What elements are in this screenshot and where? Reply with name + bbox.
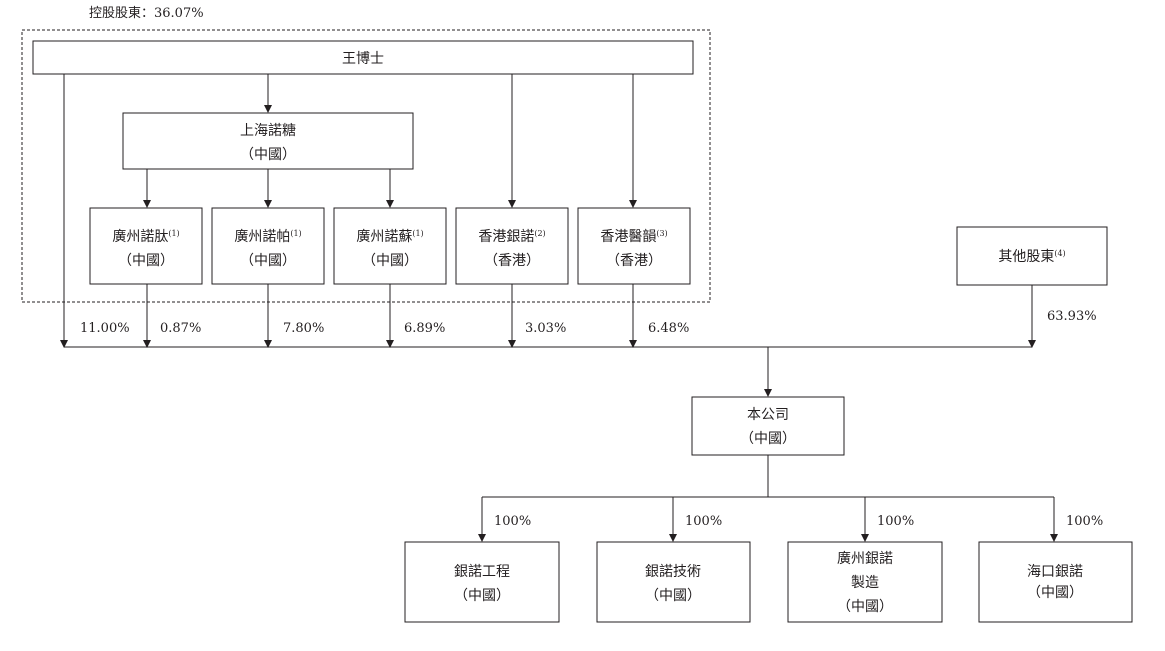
gz-yinnuo-mfg-name-2: 製造: [851, 575, 879, 591]
node-gz-nuosu: 廣州諾蘇(1) （中國）: [333, 207, 447, 285]
shanghai-nuotang-name: 上海諾糖: [240, 123, 296, 139]
company-name: 本公司: [747, 407, 789, 423]
controlling-shareholder-label: 控股股東：36.07%: [89, 5, 204, 21]
node-hk-yiyun: 香港醫韻(3) （香港）: [577, 207, 691, 285]
yinnuo-tech-name: 銀諾技術: [645, 564, 701, 580]
company-region: （中國）: [740, 431, 796, 447]
node-gz-yinnuo-mfg: 廣州銀諾 製造 （中國）: [787, 541, 943, 623]
svg-text:廣州諾肽(1): 廣州諾肽(1): [112, 228, 179, 245]
other-shareholders-note: (4): [1054, 249, 1065, 258]
node-yinnuo-eng: 銀諾工程 （中國）: [404, 541, 560, 623]
svg-text:其他股東(4): 其他股東(4): [998, 249, 1065, 265]
node-other-shareholders: 其他股東(4): [956, 226, 1108, 286]
node-hk-yinnuo: 香港銀諾(2) （香港）: [455, 207, 569, 285]
gz-nuosu-name: 廣州諾蘇: [356, 228, 412, 245]
node-dr-wang: 王博士: [32, 40, 694, 75]
pct-yinnuo-eng: 100%: [494, 514, 531, 529]
pct-gz-yinnuo-mfg: 100%: [877, 514, 914, 529]
gz-nuosu-note: (1): [412, 229, 423, 238]
other-shareholders-name: 其他股東: [998, 249, 1054, 265]
node-company: 本公司 （中國）: [691, 396, 845, 456]
hk-yinnuo-region: （香港）: [484, 253, 540, 269]
gz-nuotai-region: （中國）: [118, 253, 174, 269]
pct-haikou-yinnuo: 100%: [1066, 514, 1103, 529]
hk-yiyun-note: (3): [656, 229, 667, 238]
dr-wang-label: 王博士: [342, 50, 384, 67]
haikou-yinnuo-region: （中國）: [1027, 585, 1083, 601]
haikou-yinnuo-name: 海口銀諾: [1027, 564, 1083, 580]
svg-text:香港銀諾(2): 香港銀諾(2): [478, 229, 545, 245]
node-gz-nuopa: 廣州諾帕(1) （中國）: [211, 207, 325, 285]
gz-yinnuo-mfg-name: 廣州銀諾: [837, 550, 893, 567]
hk-yinnuo-name: 香港銀諾: [478, 229, 534, 245]
gz-nuosu-region: （中國）: [362, 253, 418, 269]
gz-nuopa-name: 廣州諾帕: [234, 228, 290, 245]
yinnuo-eng-name: 銀諾工程: [454, 564, 510, 580]
gz-nuopa-region: （中國）: [240, 253, 296, 269]
pct-gz-nuopa: 7.80%: [283, 321, 324, 336]
node-yinnuo-tech: 銀諾技術 （中國）: [596, 541, 751, 623]
pct-gz-nuosu: 6.89%: [404, 321, 445, 336]
pct-gz-nuotai: 0.87%: [160, 321, 201, 336]
gz-yinnuo-mfg-region: （中國）: [837, 599, 893, 615]
pct-yinnuo-tech: 100%: [685, 514, 722, 529]
pct-dr-wang-direct: 11.00%: [80, 321, 130, 336]
node-shanghai-nuotang: 上海諾糖 （中國）: [122, 112, 414, 170]
yinnuo-tech-region: （中國）: [645, 588, 701, 604]
hk-yiyun-name: 香港醫韻: [600, 229, 656, 245]
hk-yiyun-region: （香港）: [606, 253, 662, 269]
svg-text:廣州諾蘇(1): 廣州諾蘇(1): [356, 228, 423, 245]
pct-other-shareholders: 63.93%: [1047, 309, 1097, 324]
pct-hk-yiyun: 6.48%: [648, 321, 689, 336]
hk-yinnuo-note: (2): [534, 229, 545, 238]
node-gz-nuotai: 廣州諾肽(1) （中國）: [89, 207, 203, 285]
shanghai-nuotang-region: （中國）: [240, 147, 296, 163]
gz-nuotai-note: (1): [168, 229, 179, 238]
node-haikou-yinnuo: 海口銀諾 （中國）: [978, 541, 1133, 623]
gz-nuotai-name: 廣州諾肽: [112, 228, 168, 245]
svg-text:香港醫韻(3): 香港醫韻(3): [600, 229, 667, 245]
svg-text:廣州諾帕(1): 廣州諾帕(1): [234, 228, 301, 245]
pct-hk-yinnuo: 3.03%: [525, 321, 566, 336]
gz-nuopa-note: (1): [290, 229, 301, 238]
yinnuo-eng-region: （中國）: [454, 588, 510, 604]
